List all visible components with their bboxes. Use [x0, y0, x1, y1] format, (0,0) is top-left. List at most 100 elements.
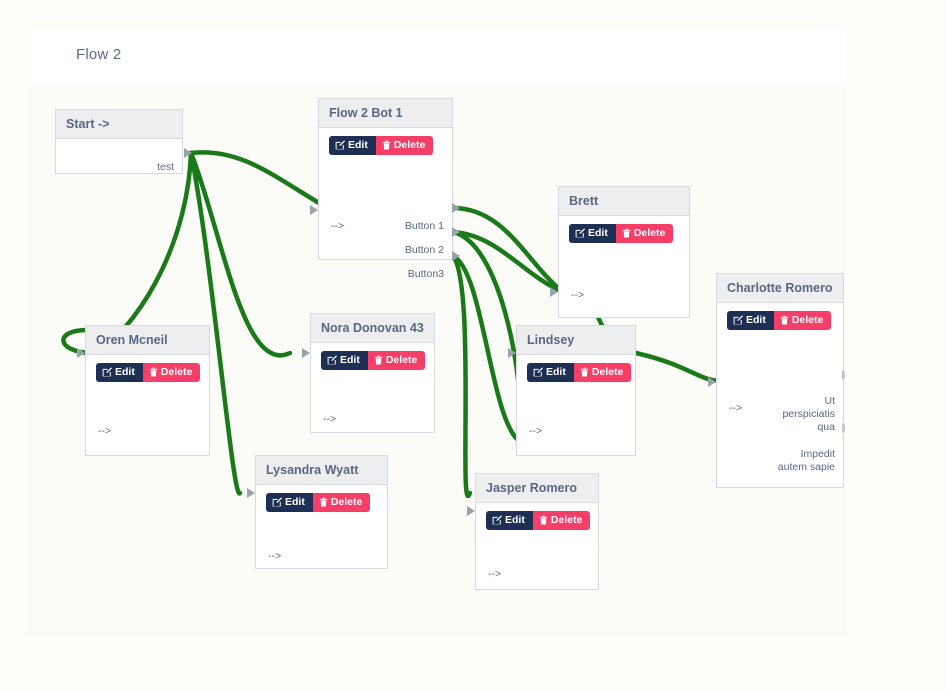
delete-button[interactable]: Delete — [532, 511, 591, 530]
port-out-button-1[interactable]: Button 1 — [404, 220, 444, 232]
port-in[interactable]: --> — [268, 550, 282, 562]
edit-button-label: Edit — [285, 496, 305, 508]
edit-pencil-square-icon — [575, 228, 585, 238]
node-title: Lindsey — [517, 326, 635, 355]
node-body: Edit Delete --> — [517, 355, 635, 456]
node-start[interactable]: Start -> test — [55, 109, 183, 174]
delete-button[interactable]: Delete — [312, 493, 371, 512]
edit-button[interactable]: Edit — [329, 136, 376, 155]
port-arrow-icon — [452, 203, 460, 213]
node-body: Edit Delete --> — [476, 503, 598, 590]
trash-can-icon — [319, 497, 328, 507]
page-title: Flow 2 — [76, 46, 122, 63]
edit-button-label: Edit — [348, 139, 368, 151]
port-arrow-icon — [550, 287, 558, 297]
edit-button[interactable]: Edit — [569, 224, 616, 243]
trash-can-icon — [622, 228, 631, 238]
port-out-ut-perspiciatis-qua[interactable]: Ut perspiciatis qua — [782, 395, 835, 433]
port-arrow-icon — [467, 506, 475, 516]
port-in[interactable]: --> — [529, 425, 543, 437]
node-lindsey[interactable]: Lindsey Edit Delete --> — [516, 325, 636, 456]
port-in[interactable]: --> — [331, 220, 345, 232]
port-arrow-icon — [842, 423, 845, 433]
port-arrow-icon — [310, 205, 318, 215]
port-in[interactable]: --> — [729, 402, 743, 414]
node-title: Jasper Romero — [476, 474, 598, 503]
edit-button[interactable]: Edit — [527, 363, 574, 382]
edit-pencil-square-icon — [272, 497, 282, 507]
node-body: Edit Delete --> — [256, 485, 387, 569]
edge-start-to-oren — [95, 150, 194, 356]
port-arrow-icon — [842, 370, 845, 380]
node-charlotte-romero[interactable]: Charlotte Romero Edit Delete --> — [716, 273, 844, 488]
port-arrow-icon — [452, 251, 460, 261]
node-actions: Edit Delete — [329, 136, 434, 155]
node-flow2bot1[interactable]: Flow 2 Bot 1 Edit Delete --> B — [318, 98, 453, 280]
delete-button[interactable]: Delete — [367, 351, 426, 370]
trash-can-icon — [149, 367, 158, 377]
node-nora-donovan[interactable]: Nora Donovan 43 Edit Delete --> — [310, 313, 435, 433]
edit-button[interactable]: Edit — [727, 311, 774, 330]
edge-button1-to-brett — [450, 205, 566, 295]
edit-button[interactable]: Edit — [486, 511, 533, 530]
trash-can-icon — [539, 515, 548, 525]
node-title: Nora Donovan 43 — [311, 314, 434, 343]
edit-pencil-square-icon — [733, 315, 743, 325]
flow-header-panel: Flow 2 — [28, 28, 845, 85]
node-title: Brett — [559, 187, 689, 216]
node-brett[interactable]: Brett Edit Delete --> — [558, 186, 690, 318]
delete-button-label: Delete — [591, 366, 624, 378]
edit-pencil-square-icon — [492, 515, 502, 525]
edit-button[interactable]: Edit — [266, 493, 313, 512]
port-out-button-3[interactable]: Button3 — [407, 268, 444, 280]
port-out-button-2[interactable]: Button 2 — [404, 244, 444, 256]
edit-button-label: Edit — [505, 514, 525, 526]
delete-button-label: Delete — [791, 314, 824, 326]
node-lysandra-wyatt[interactable]: Lysandra Wyatt Edit Delete --> — [255, 455, 388, 569]
trash-can-icon — [382, 140, 391, 150]
node-body: Edit Delete --> — [559, 216, 689, 318]
trash-can-icon — [780, 315, 789, 325]
port-in[interactable]: --> — [98, 425, 112, 437]
edit-button-label: Edit — [340, 354, 360, 366]
edit-button[interactable]: Edit — [96, 363, 143, 382]
node-title: Oren Mcneil — [86, 326, 209, 355]
port-out-test[interactable]: test — [157, 161, 174, 173]
edit-button[interactable]: Edit — [321, 351, 368, 370]
port-in[interactable]: --> — [323, 413, 337, 425]
port-in[interactable]: --> — [488, 568, 502, 580]
port-out-impedit-autem-sapie[interactable]: Impedit autem sapie — [777, 448, 835, 473]
delete-button[interactable]: Delete — [142, 363, 201, 382]
edge-button2-to-lindsey — [450, 229, 523, 443]
delete-button[interactable]: Delete — [375, 136, 434, 155]
port-arrow-icon — [184, 148, 192, 158]
edit-pencil-square-icon — [533, 367, 543, 377]
delete-button[interactable]: Delete — [573, 363, 632, 382]
port-in[interactable]: --> — [571, 289, 585, 301]
edit-button-label: Edit — [115, 366, 135, 378]
delete-button[interactable]: Delete — [615, 224, 674, 243]
edit-button-label: Edit — [546, 366, 566, 378]
port-arrow-icon — [302, 348, 310, 358]
node-title: Charlotte Romero — [717, 274, 843, 303]
edit-pencil-square-icon — [327, 355, 337, 365]
trash-can-icon — [374, 355, 383, 365]
flow-canvas[interactable]: Start -> test Flow 2 Bot 1 Edit — [28, 85, 845, 636]
port-arrow-icon — [247, 488, 255, 498]
node-actions: Edit Delete — [486, 511, 591, 530]
edge-button2-to-brett — [450, 229, 566, 295]
edge-start-to-flow2bot1 — [188, 150, 334, 213]
port-arrow-icon — [508, 348, 516, 358]
node-body: Edit Delete --> — [86, 355, 209, 456]
edit-button-label: Edit — [746, 314, 766, 326]
delete-button[interactable]: Delete — [773, 311, 832, 330]
node-title: Lysandra Wyatt — [256, 456, 387, 485]
node-jasper-romero[interactable]: Jasper Romero Edit Delete --> — [475, 473, 599, 590]
delete-button-label: Delete — [393, 139, 426, 151]
delete-button-label: Delete — [330, 496, 363, 508]
node-actions: Edit Delete — [527, 363, 632, 382]
node-oren-mcneil[interactable]: Oren Mcneil Edit Delete --> — [85, 325, 210, 456]
node-actions: Edit Delete — [266, 493, 371, 512]
edge-button3-to-jasper — [450, 253, 473, 499]
delete-button-label: Delete — [633, 227, 666, 239]
